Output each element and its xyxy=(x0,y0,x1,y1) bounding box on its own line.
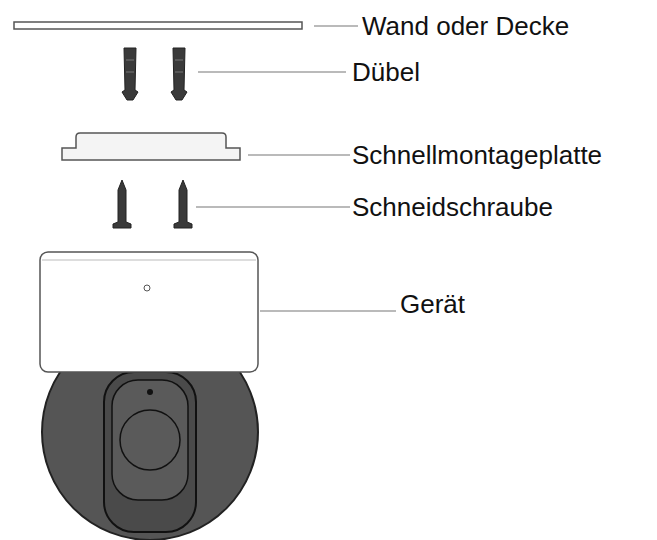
leader-line xyxy=(260,310,396,311)
part-label: Dübel xyxy=(352,57,420,87)
self-tapping-screws xyxy=(113,180,192,228)
camera-device xyxy=(40,252,258,540)
leader-line xyxy=(196,206,350,207)
part-label: Wand oder Decke xyxy=(362,11,569,41)
leader-line xyxy=(314,25,358,26)
part-label: Gerät xyxy=(400,289,465,319)
mount-plate xyxy=(62,133,240,160)
part-label: Schnellmontageplatte xyxy=(352,140,602,170)
part-label: Schneidschraube xyxy=(352,192,553,222)
leader-line xyxy=(198,71,346,72)
wall-anchors xyxy=(122,48,187,100)
wall-plate xyxy=(14,22,302,29)
leader-line xyxy=(248,154,350,155)
